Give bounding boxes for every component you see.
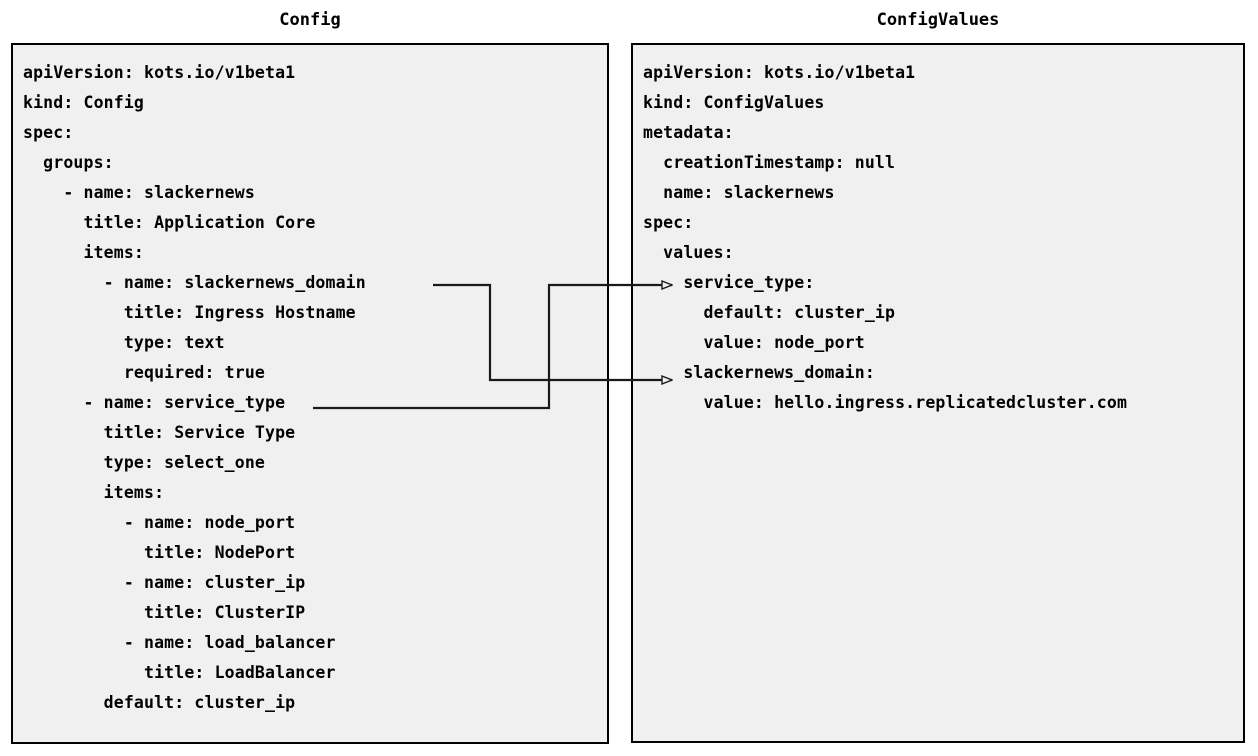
- config-yaml-line: required: true: [23, 363, 266, 382]
- config-yaml-line: - name: slackernews_domain: [23, 273, 366, 292]
- config-yaml-line: title: Application Core: [23, 213, 316, 232]
- configvalues-yaml-line: creationTimestamp: null: [643, 153, 896, 172]
- configvalues-yaml-line: name: slackernews: [643, 183, 835, 202]
- config-yaml-text: apiVersion: kots.io/v1beta1 kind: Config s…: [13, 45, 366, 718]
- config-yaml-line: title: ClusterIP: [23, 603, 306, 622]
- configvalues-yaml-line: spec:: [643, 213, 694, 232]
- configvalues-yaml-line: value: hello.ingress.replicatedcluster.c…: [643, 393, 1128, 412]
- config-yaml-line: apiVersion: kots.io/v1beta1: [23, 63, 296, 82]
- config-yaml-line: - name: slackernews: [23, 183, 255, 202]
- config-yaml-line: default: cluster_ip: [23, 693, 296, 712]
- configvalues-yaml-line: apiVersion: kots.io/v1beta1: [643, 63, 916, 82]
- config-yaml-line: title: Ingress Hostname: [23, 303, 356, 322]
- config-yaml-line: - name: service_type: [23, 393, 286, 412]
- config-yaml-line: type: text: [23, 333, 225, 352]
- configvalues-yaml-panel: apiVersion: kots.io/v1beta1 kind: ConfigV…: [631, 43, 1245, 743]
- configvalues-panel-title: ConfigValues: [876, 10, 1000, 30]
- config-yaml-line: - name: load_balancer: [23, 633, 336, 652]
- config-panel-title: Config: [279, 10, 341, 30]
- configvalues-yaml-line: kind: ConfigValues: [643, 93, 825, 112]
- configvalues-yaml-line: default: cluster_ip: [643, 303, 896, 322]
- config-yaml-line: title: Service Type: [23, 423, 296, 442]
- config-yaml-line: - name: cluster_ip: [23, 573, 306, 592]
- config-yaml-line: kind: Config: [23, 93, 145, 112]
- config-yaml-panel: apiVersion: kots.io/v1beta1 kind: Config s…: [11, 43, 609, 744]
- config-yaml-line: items:: [23, 483, 165, 502]
- configvalues-yaml-line: value: node_port: [643, 333, 865, 352]
- config-yaml-line: - name: node_port: [23, 513, 296, 532]
- configvalues-yaml-line: values:: [643, 243, 734, 262]
- config-yaml-line: items:: [23, 243, 145, 262]
- config-yaml-line: title: LoadBalancer: [23, 663, 336, 682]
- config-yaml-line: groups:: [23, 153, 114, 172]
- configvalues-yaml-line: slackernews_domain:: [643, 363, 875, 382]
- configvalues-yaml-text: apiVersion: kots.io/v1beta1 kind: ConfigV…: [633, 45, 1127, 418]
- config-yaml-line: title: NodePort: [23, 543, 296, 562]
- configvalues-yaml-line: service_type:: [643, 273, 815, 292]
- config-yaml-line: spec:: [23, 123, 74, 142]
- config-yaml-line: type: select_one: [23, 453, 266, 472]
- configvalues-yaml-line: metadata:: [643, 123, 734, 142]
